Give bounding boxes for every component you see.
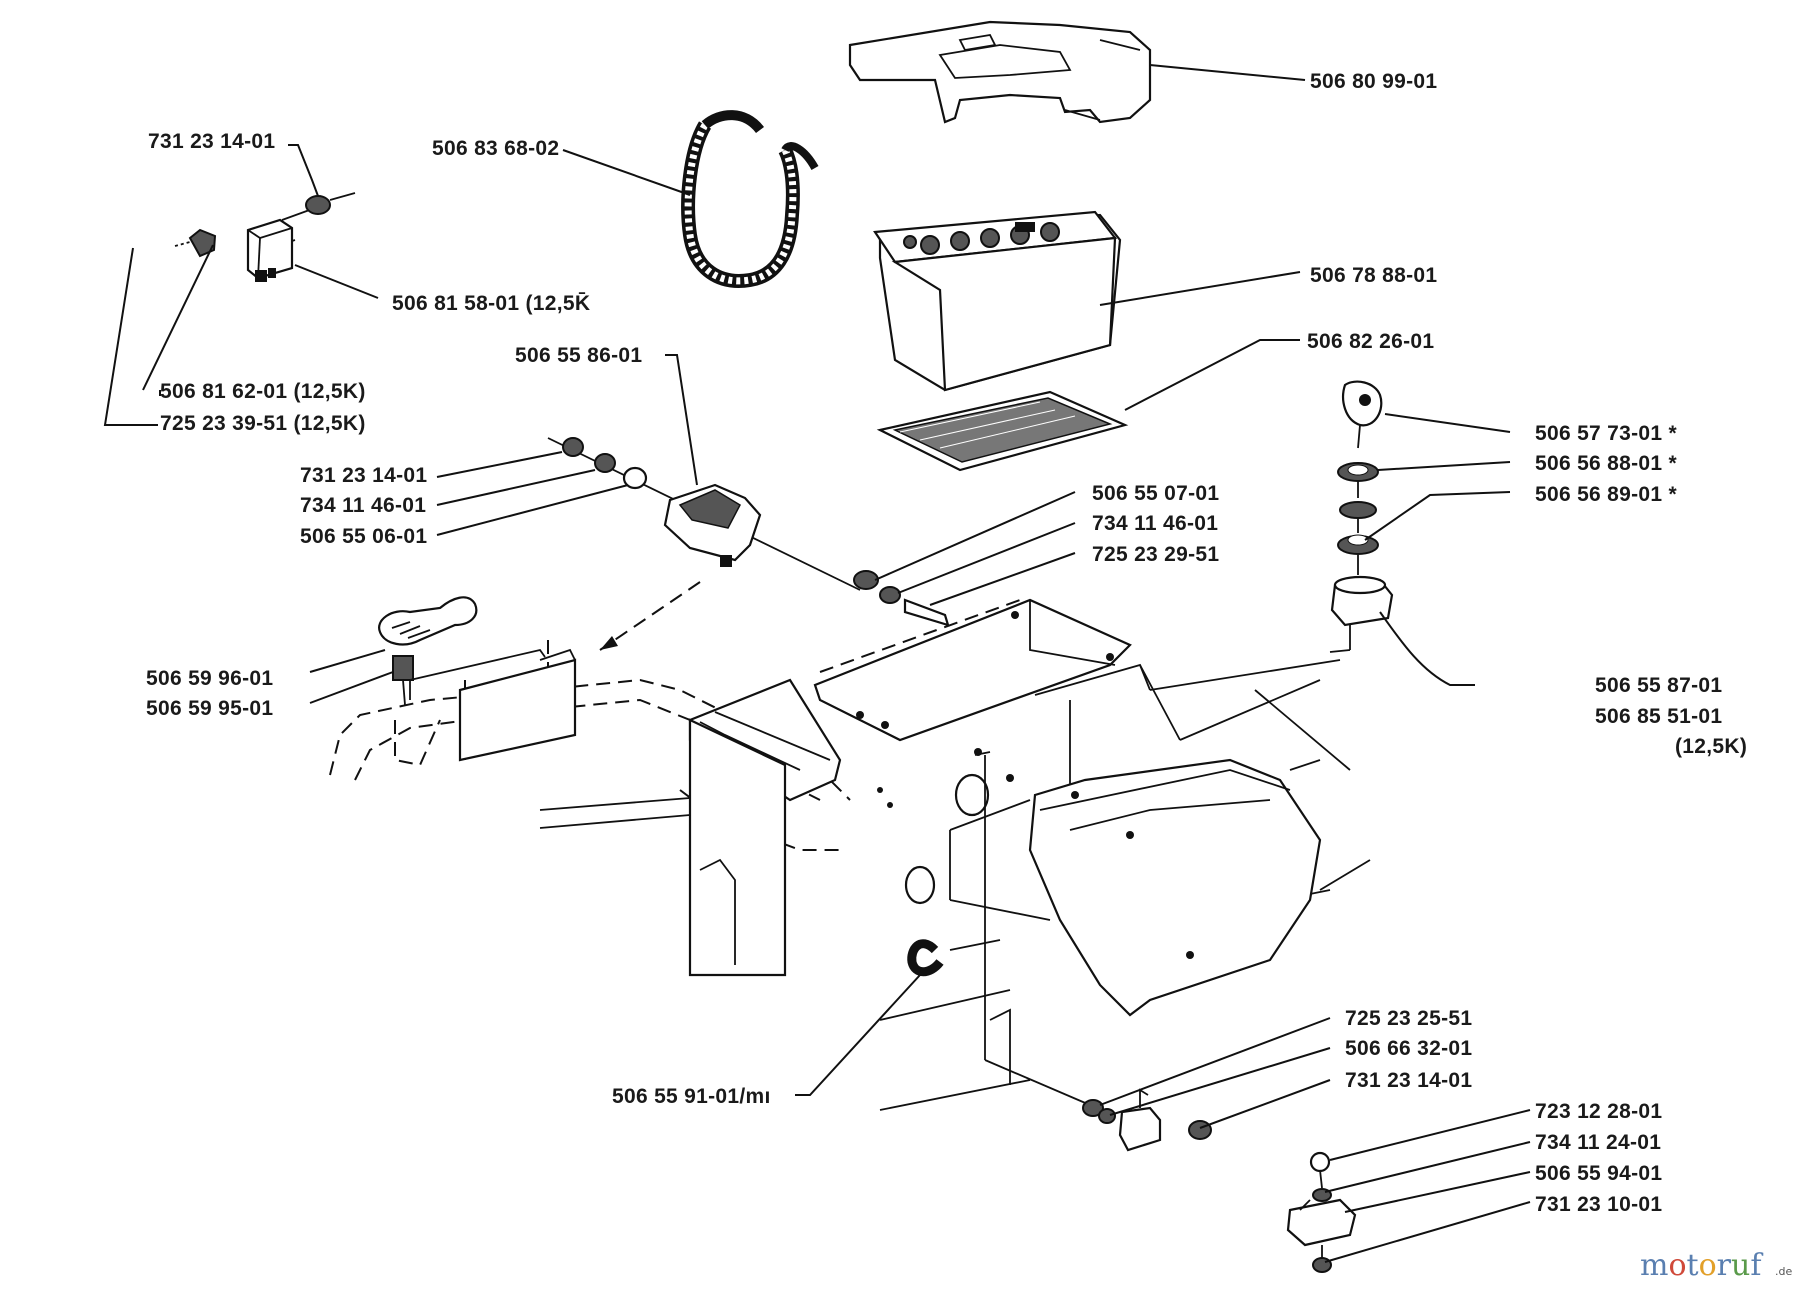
solenoid-drawing [547, 437, 950, 627]
part-label: 506 59 95-01 [146, 697, 273, 720]
part-label: 723 12 28-01 [1535, 1100, 1662, 1123]
part-label: 731 23 14-01 [300, 464, 427, 487]
part-label: 725 23 29-51 [1092, 543, 1219, 566]
battery-cover-drawing [848, 20, 1152, 124]
battery-strap-drawing [681, 110, 819, 288]
part-label: 506 55 91-01/mı [612, 1085, 771, 1108]
part-label: 506 83 68-02 [432, 137, 559, 160]
part-label: 506 78 88-01 [1310, 264, 1437, 287]
part-label: 731 23 14-01 [1345, 1069, 1472, 1092]
part-label: 506 66 32-01 [1345, 1037, 1472, 1060]
part-label: 506 55 94-01 [1535, 1162, 1662, 1185]
battery-drawing [873, 210, 1122, 392]
part-label: 734 11 46-01 [300, 494, 426, 517]
assembly-arrow [599, 581, 701, 651]
part-label: 731 23 10-01 [1535, 1193, 1662, 1216]
part-label: (12,5K) [1675, 735, 1747, 758]
part-label: 506 55 07-01 [1092, 482, 1219, 505]
watermark-logo: motoruf .de [1640, 1248, 1792, 1283]
leader-lines [103, 64, 1531, 1263]
part-label: 506 55 06-01 [300, 525, 427, 548]
part-label: 506 59 96-01 [146, 667, 273, 690]
part-label: 725 23 39-51 (12,5K) [160, 412, 366, 435]
watermark-suffix: .de [1775, 1265, 1792, 1278]
frame-drawing [329, 598, 1371, 1111]
part-label: 725 23 25-51 [1345, 1007, 1472, 1030]
bottom-bracket-drawing [1286, 1151, 1357, 1273]
relay-drawing [174, 192, 356, 282]
part-label: 731 23 14-01 [148, 130, 275, 153]
part-number-labels: 506 80 99-01 731 23 14-01 506 83 68-02 5… [146, 70, 1747, 1216]
battery-mat-drawing [876, 390, 1129, 472]
part-label: 506 81 62-01 (12,5K) [160, 380, 366, 403]
ignition-switch-drawing [1329, 380, 1394, 653]
part-label: 506 81 58-01 (12,5K̄ [392, 292, 590, 315]
part-label: 506 56 89-01 * [1535, 483, 1678, 506]
choke-lever-drawing [378, 596, 478, 706]
part-label: 734 11 24-01 [1535, 1131, 1661, 1154]
part-label: 506 85 51-01 [1595, 705, 1722, 728]
part-label: 506 55 86-01 [515, 344, 642, 367]
part-label: 506 80 99-01 [1310, 70, 1437, 93]
watermark-text: motoruf [1640, 1248, 1763, 1283]
part-label: 506 82 26-01 [1307, 330, 1434, 353]
part-label: 506 55 87-01 [1595, 674, 1722, 697]
part-label: 734 11 46-01 [1092, 512, 1218, 535]
part-label: 506 57 73-01 * [1535, 422, 1678, 445]
part-label: 506 56 88-01 * [1535, 452, 1678, 475]
